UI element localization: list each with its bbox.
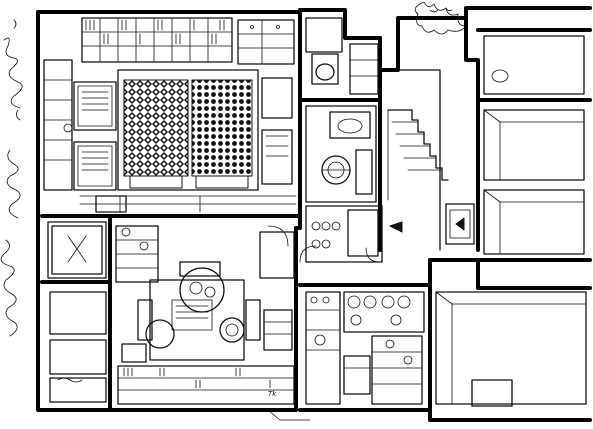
bathroom (300, 18, 430, 285)
staircase (388, 70, 448, 250)
artist-signature: Tk (268, 390, 277, 398)
margin-scribbles (1, 20, 22, 336)
kitchen (306, 292, 424, 404)
dining-room (42, 216, 294, 410)
exterior-walls (38, 8, 590, 420)
interior-doors (268, 226, 380, 420)
bedroom (42, 18, 300, 216)
right-rooms (430, 18, 590, 406)
